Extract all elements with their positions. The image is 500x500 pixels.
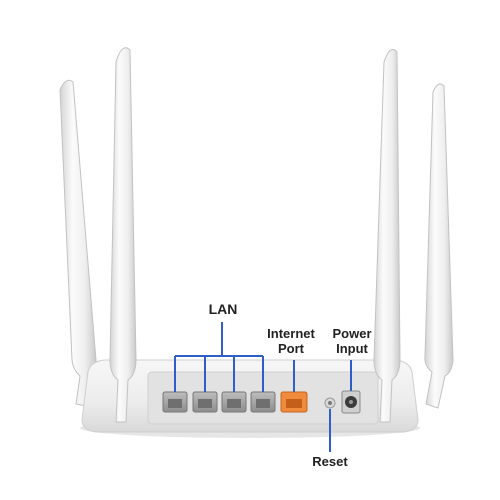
power-input-label-line: Input	[336, 341, 368, 356]
lan-port	[162, 391, 188, 413]
lan-label: LAN	[208, 301, 238, 317]
lan-port	[250, 391, 276, 413]
reset-button	[324, 397, 336, 409]
internet-port-label-line: Internet	[267, 326, 315, 341]
internet-port-label: Internet Port	[264, 326, 318, 356]
antenna-right-outer	[424, 83, 454, 409]
power-jack	[341, 390, 361, 414]
lan-port	[221, 391, 247, 413]
lan-port	[192, 391, 218, 413]
internet-port-label-line: Port	[278, 341, 304, 356]
internet-port	[280, 391, 308, 413]
antenna-left-inner	[109, 47, 137, 423]
power-input-label: Power Input	[325, 326, 379, 356]
antenna-right-inner	[373, 49, 401, 423]
lan-ports	[162, 391, 276, 413]
lan-callout-bracket	[174, 322, 264, 392]
power-input-label-line: Power	[332, 326, 372, 341]
reset-label: Reset	[312, 454, 348, 469]
antenna-left-outer	[59, 79, 97, 407]
